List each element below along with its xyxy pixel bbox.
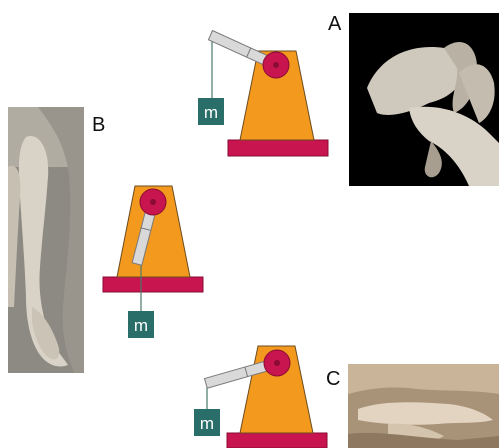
mass-label-b: m xyxy=(134,316,148,335)
mechanism-c: m xyxy=(194,346,327,448)
label-b: B xyxy=(92,115,105,135)
label-a: A xyxy=(328,14,341,34)
base-plate-c xyxy=(227,433,327,448)
mass-label-c: m xyxy=(200,414,214,433)
mass-label-a: m xyxy=(204,103,218,122)
label-c: C xyxy=(326,369,340,389)
joint-pin-a xyxy=(273,62,279,68)
base-plate-b xyxy=(103,277,203,292)
mechanism-b: m xyxy=(103,186,203,338)
mechanism-a: m xyxy=(198,31,328,156)
joint-pin-b xyxy=(150,199,156,205)
base-plate-a xyxy=(228,140,328,156)
joint-pin-c xyxy=(274,360,280,366)
